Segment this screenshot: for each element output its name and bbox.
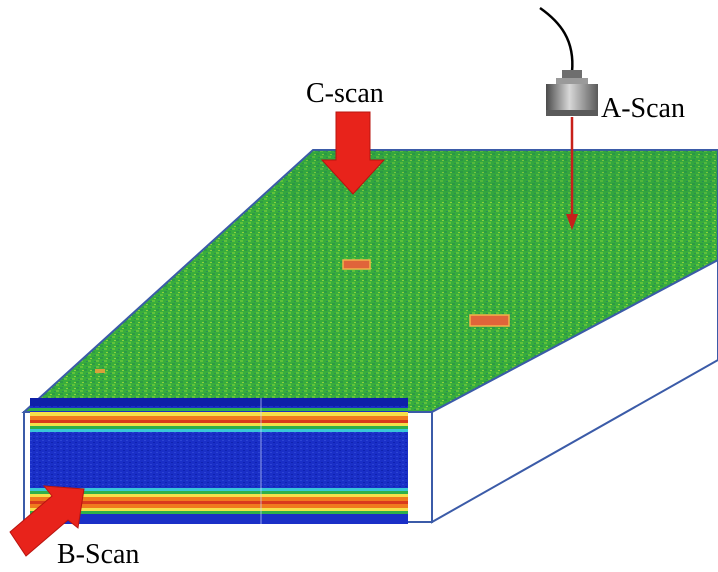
defect-marker xyxy=(469,314,510,327)
defect-marker xyxy=(95,369,105,373)
a-scan-arrow-icon xyxy=(566,117,578,230)
c-scan-label: C-scan xyxy=(306,78,384,109)
transducer-probe-icon xyxy=(546,70,598,116)
b-scan-label: B-Scan xyxy=(57,539,140,570)
diagonal-arrow-icon xyxy=(9,485,85,557)
downward-arrow-icon xyxy=(320,111,386,195)
a-scan-label: A-Scan xyxy=(601,93,685,124)
b-scan-image xyxy=(30,398,408,524)
probe-cable xyxy=(539,6,574,73)
defect-marker xyxy=(342,259,371,270)
